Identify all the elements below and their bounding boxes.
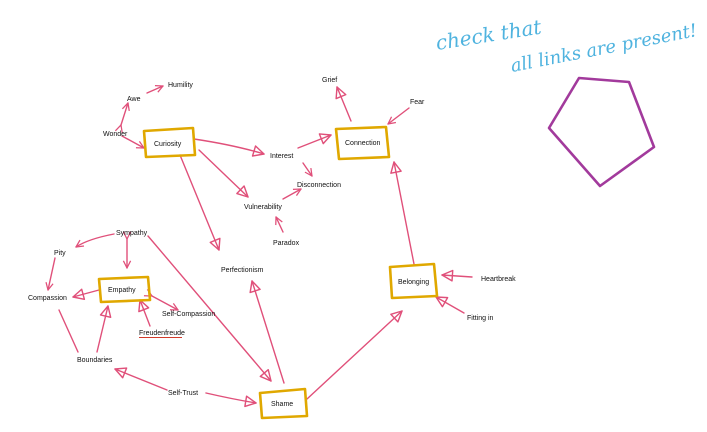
node-belonging: Belonging bbox=[398, 279, 429, 286]
node-humility: Humility bbox=[168, 82, 193, 89]
edge-shame-belonging bbox=[306, 310, 403, 400]
node-pity: Pity bbox=[54, 250, 66, 257]
edge-sympathy-pity bbox=[75, 233, 115, 248]
edge-boundaries-compassion bbox=[58, 309, 79, 353]
edge-curiosity-interest bbox=[193, 138, 265, 157]
edge-wonder-awe bbox=[114, 102, 130, 134]
empathy-box bbox=[97, 275, 152, 304]
node-labels: Humility Awe Wonder Curiosity Grief Fear… bbox=[28, 77, 516, 408]
handwritten-note: check that all links are present! bbox=[434, 14, 699, 76]
edge-empathy-compassion bbox=[72, 288, 100, 301]
edge-freudenfreude-empathy bbox=[138, 299, 151, 327]
edge-boundaries-empathy bbox=[96, 305, 112, 353]
node-connection: Connection bbox=[345, 140, 381, 147]
edge-interest-disconnection bbox=[302, 162, 313, 177]
node-fitting-in: Fitting in bbox=[467, 315, 494, 322]
node-empathy: Empathy bbox=[108, 287, 136, 294]
edge-curiosity-vulnerability bbox=[198, 149, 249, 198]
edge-vulnerability-disconnection bbox=[282, 188, 302, 200]
pentagon-shape bbox=[547, 76, 656, 188]
belonging-box bbox=[388, 262, 439, 300]
node-wonder: Wonder bbox=[103, 131, 128, 138]
node-interest: Interest bbox=[270, 153, 293, 160]
edge-selftrust-shame bbox=[205, 392, 257, 408]
edge-paradox-vulnerability bbox=[275, 216, 284, 233]
node-boundaries: Boundaries bbox=[77, 357, 113, 364]
edge-empathy-selfcompassion bbox=[143, 289, 179, 311]
edges bbox=[45, 84, 473, 408]
edge-belonging-connection bbox=[390, 161, 415, 265]
node-disconnection: Disconnection bbox=[297, 182, 341, 189]
edge-heartbreak-belonging bbox=[441, 269, 473, 282]
note-line-1: check that bbox=[434, 14, 544, 55]
edge-curiosity-perfectionism bbox=[179, 154, 221, 251]
node-freudenfreude: Freudenfreude bbox=[139, 330, 185, 337]
edge-awe-humility bbox=[146, 84, 164, 94]
edge-pity-compassion bbox=[45, 257, 56, 291]
curiosity-box bbox=[142, 126, 197, 159]
node-shame: Shame bbox=[271, 401, 293, 408]
edge-connection-grief bbox=[335, 86, 352, 122]
node-sympathy: Sympathy bbox=[116, 230, 148, 237]
edge-wonder-curiosity bbox=[121, 135, 145, 149]
node-compassion: Compassion bbox=[28, 295, 67, 302]
node-heartbreak: Heartbreak bbox=[481, 276, 516, 283]
node-self-compassion: Self-Compassion bbox=[162, 311, 215, 318]
edge-fittingin-belonging bbox=[435, 296, 465, 314]
node-grief: Grief bbox=[322, 77, 337, 84]
node-paradox: Paradox bbox=[273, 240, 300, 247]
edge-sympathy-shame bbox=[147, 235, 272, 382]
edge-shame-perfectionism bbox=[249, 280, 285, 384]
node-awe: Awe bbox=[127, 96, 141, 103]
node-self-trust: Self-Trust bbox=[168, 390, 198, 397]
core-boxes bbox=[97, 125, 439, 420]
node-vulnerability: Vulnerability bbox=[244, 204, 282, 211]
edge-fear-connection bbox=[387, 107, 410, 125]
shame-box bbox=[258, 387, 309, 420]
edge-interest-connection bbox=[297, 133, 332, 149]
connection-box bbox=[334, 125, 391, 161]
node-fear: Fear bbox=[410, 99, 425, 106]
node-curiosity: Curiosity bbox=[154, 141, 182, 148]
node-perfectionism: Perfectionism bbox=[221, 267, 264, 274]
edge-selftrust-boundaries bbox=[114, 367, 168, 391]
